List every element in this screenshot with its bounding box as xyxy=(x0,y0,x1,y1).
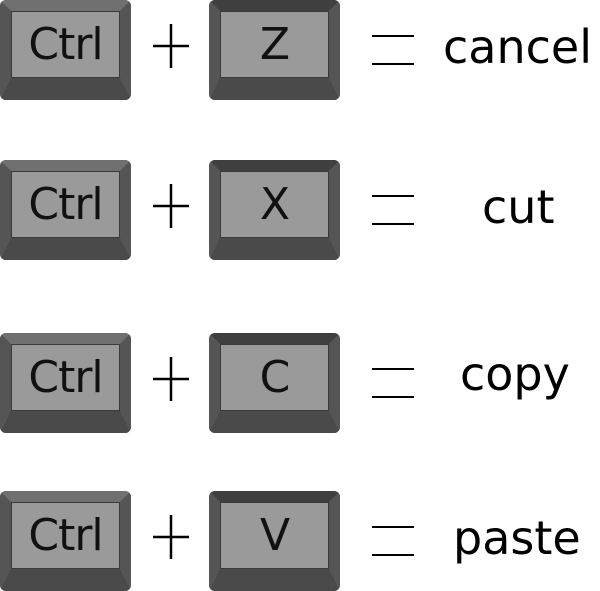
shortcut-row-copy: Ctrl C copy xyxy=(0,333,600,433)
shortcut-row-paste: Ctrl V paste xyxy=(0,491,600,591)
ctrl-key-label: Ctrl xyxy=(11,502,120,569)
action-label-cancel: cancel xyxy=(443,20,593,74)
ctrl-key-label: Ctrl xyxy=(11,344,120,411)
plus-icon xyxy=(153,357,189,401)
key-bevel-icon xyxy=(209,160,340,260)
key-bevel-icon xyxy=(0,160,131,260)
c-key-label: C xyxy=(220,344,329,411)
shortcut-row-undo: Ctrl Z cancel xyxy=(0,0,600,100)
equals-icon xyxy=(372,35,414,65)
ctrl-key-label: Ctrl xyxy=(11,11,120,78)
key-bevel-icon xyxy=(209,333,340,433)
key-bevel-icon xyxy=(0,491,131,591)
ctrl-key: Ctrl xyxy=(0,491,131,591)
ctrl-key: Ctrl xyxy=(0,333,131,433)
action-label-cut: cut xyxy=(482,180,555,234)
equals-icon xyxy=(372,195,414,225)
x-key-label: X xyxy=(220,171,329,238)
x-key: X xyxy=(209,160,340,260)
v-key: V xyxy=(209,491,340,591)
ctrl-key-label: Ctrl xyxy=(11,171,120,238)
z-key: Z xyxy=(209,0,340,100)
key-bevel-icon xyxy=(209,491,340,591)
key-bevel-icon xyxy=(0,0,131,100)
ctrl-key: Ctrl xyxy=(0,0,131,100)
plus-icon xyxy=(153,515,189,559)
c-key: C xyxy=(209,333,340,433)
ctrl-key: Ctrl xyxy=(0,160,131,260)
action-label-copy: copy xyxy=(460,347,570,401)
z-key-label: Z xyxy=(220,11,329,78)
shortcut-row-cut: Ctrl X cut xyxy=(0,160,600,260)
plus-icon xyxy=(153,24,189,68)
v-key-label: V xyxy=(220,502,329,569)
equals-icon xyxy=(372,368,414,398)
action-label-paste: paste xyxy=(453,511,581,565)
key-bevel-icon xyxy=(0,333,131,433)
equals-icon xyxy=(372,526,414,556)
key-bevel-icon xyxy=(209,0,340,100)
plus-icon xyxy=(153,184,189,228)
